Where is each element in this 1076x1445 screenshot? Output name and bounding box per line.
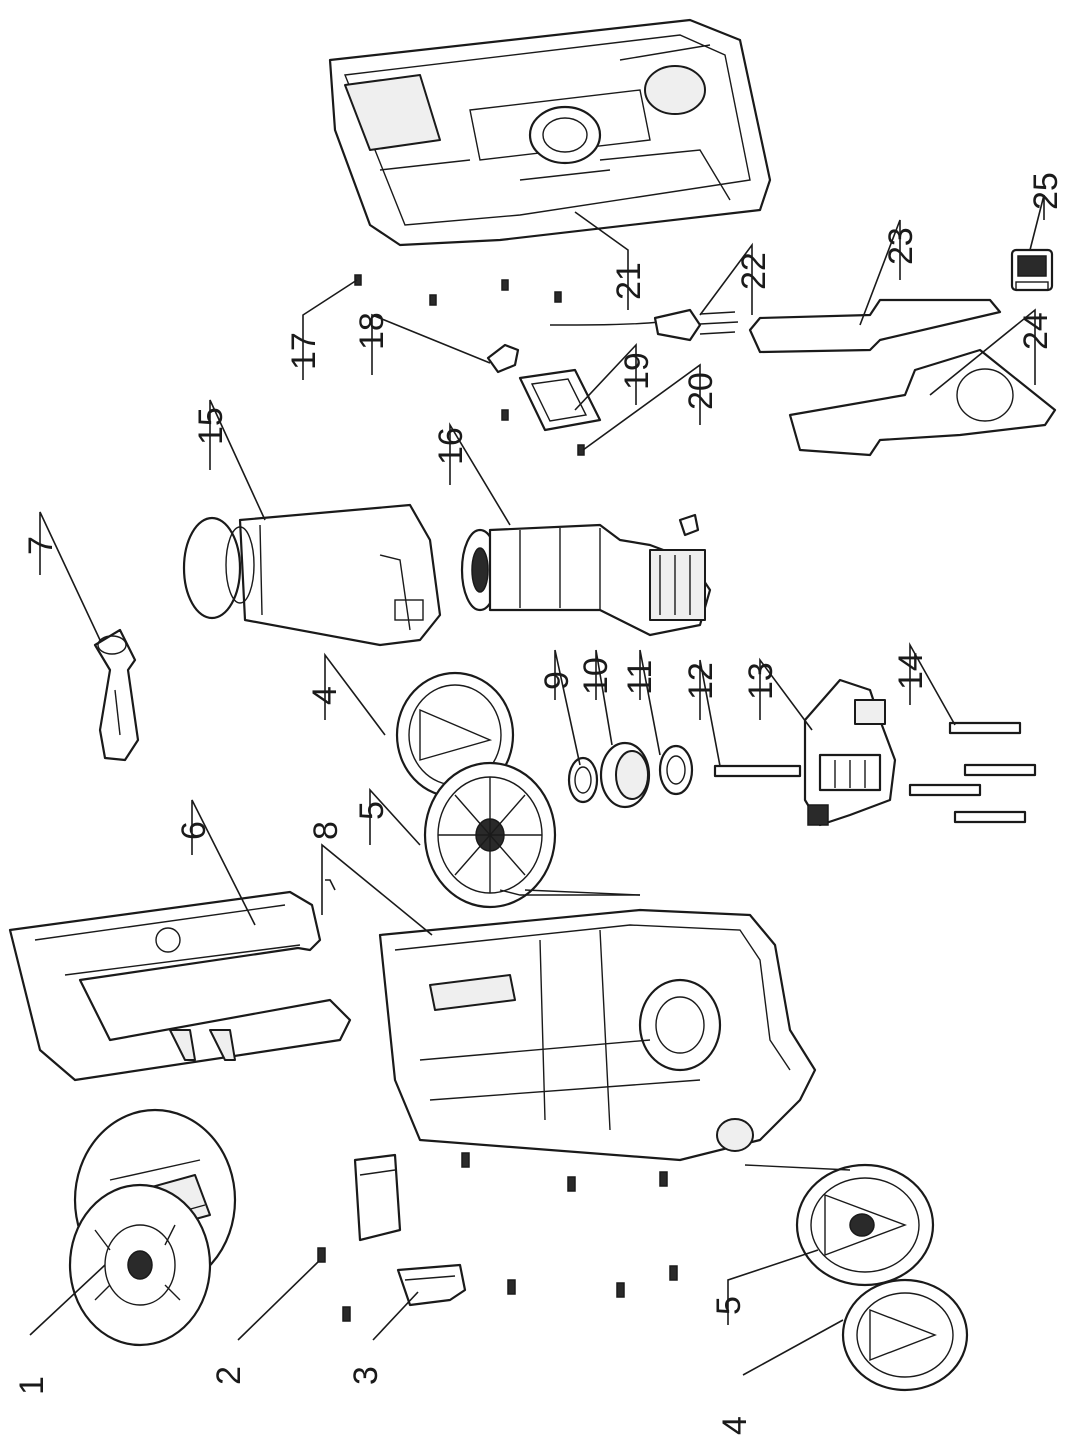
callout-1: 1 (13, 1376, 51, 1395)
callout-24: 24 (1017, 312, 1055, 350)
part-16-motor (460, 513, 712, 637)
part-23-cover-plate (748, 298, 1002, 354)
part-5-wheel-lower (795, 1163, 935, 1287)
part-18-clip (486, 343, 520, 374)
part-1-hose-reel (68, 1108, 237, 1347)
callout-4-upper: 4 (306, 686, 344, 705)
callout-18: 18 (353, 312, 391, 350)
part-22-power-cord (549, 308, 739, 342)
callout-2: 2 (210, 1366, 248, 1385)
part-10-swash-plate (599, 741, 651, 809)
screws-upper (354, 274, 585, 456)
callout-5-lower: 5 (710, 1296, 748, 1315)
callout-9: 9 (538, 671, 576, 690)
callout-5-upper: 5 (353, 801, 391, 820)
part-7-lance-handle (93, 628, 140, 762)
part-25-switch (1010, 248, 1054, 292)
callout-4-lower: 4 (716, 1416, 754, 1435)
part-4-wheel-cap-lower (841, 1278, 969, 1392)
callout-6: 6 (175, 821, 213, 840)
part-19-gasket-frame (518, 368, 602, 432)
callout-22: 22 (735, 252, 773, 290)
part-13-pump-head (803, 678, 897, 827)
part-8-main-body (378, 889, 817, 1162)
callout-7: 7 (22, 536, 60, 555)
callout-8: 8 (307, 821, 345, 840)
assembly-guide-lines (499, 889, 851, 1171)
part-6-handle-frame (8, 890, 352, 1082)
part-9-seal-ring (567, 756, 599, 804)
part-21-rear-housing (328, 18, 772, 247)
callout-21: 21 (610, 262, 648, 300)
part-11-bearing (658, 744, 694, 796)
part-15-motor-cover (182, 503, 442, 647)
part-3-bracket (353, 1153, 467, 1307)
callout-10: 10 (577, 657, 615, 695)
screws-lower (317, 1152, 678, 1322)
callout-15: 15 (192, 407, 230, 445)
callout-11: 11 (621, 660, 659, 695)
callout-25: 25 (1027, 172, 1065, 210)
callout-19: 19 (618, 352, 656, 390)
part-14-long-screws (908, 721, 1037, 824)
callout-3: 3 (347, 1366, 385, 1385)
part-5-wheel-upper (423, 761, 557, 909)
callout-labels: 1 2 3 4 4 5 5 6 7 8 9 10 11 12 13 14 15 … (13, 172, 1065, 1435)
callout-12: 12 (682, 662, 720, 700)
callout-14: 14 (892, 652, 930, 690)
callout-23: 23 (882, 227, 920, 265)
callout-16: 16 (432, 427, 470, 465)
callout-17: 17 (285, 332, 323, 370)
part-24-cover-plate (788, 348, 1057, 457)
callout-13: 13 (742, 662, 780, 700)
leader-lines (29, 194, 1045, 1376)
callout-20: 20 (682, 372, 720, 410)
part-12-shaft (713, 764, 802, 778)
